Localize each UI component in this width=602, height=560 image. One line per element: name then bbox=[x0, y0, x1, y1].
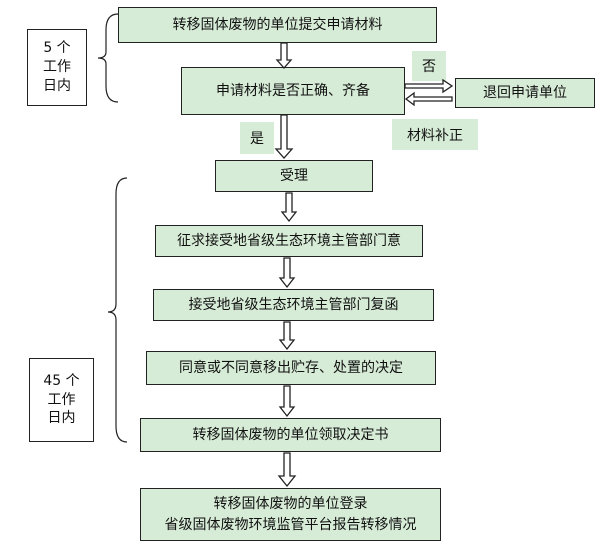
arrow-down-1 bbox=[275, 42, 293, 69]
step-report-transfer-line2: 省级固体废物环境监管平台报告转移情况 bbox=[164, 516, 417, 533]
step-reply-letter-label: 接受地省级生态环境主管部门复函 bbox=[188, 296, 399, 313]
timeframe-45-days-line2: 工作 bbox=[47, 391, 76, 408]
step-report-transfer: 转移固体废物的单位登录 省级固体废物环境监管平台报告转移情况 bbox=[140, 488, 441, 541]
timeframe-5-days-line2: 工作 bbox=[43, 59, 71, 76]
step-decision-label: 同意或不同意移出贮存、处置的决定 bbox=[179, 359, 403, 376]
step-submit-application: 转移固体废物的单位提交申请材料 bbox=[118, 7, 437, 43]
label-yes: 是 bbox=[240, 122, 274, 154]
step-decision: 同意或不同意移出贮存、处置的决定 bbox=[146, 351, 436, 385]
arrow-down-7 bbox=[277, 452, 297, 488]
step-solicit-opinion: 征求接受地省级生态环境主管部门意 bbox=[155, 225, 423, 257]
brace-phase1 bbox=[97, 13, 119, 103]
arrow-down-4 bbox=[278, 257, 296, 289]
timeframe-5-days-line1: 5 个 bbox=[43, 40, 71, 57]
label-yes-text: 是 bbox=[250, 131, 264, 147]
step-return-to-applicant-label: 退回申请单位 bbox=[483, 84, 567, 101]
step-check-materials: 申请材料是否正确、齐备 bbox=[181, 67, 405, 115]
step-check-materials-label: 申请材料是否正确、齐备 bbox=[216, 82, 370, 99]
timeframe-5-days: 5 个 工作 日内 bbox=[27, 29, 87, 106]
arrow-down-5 bbox=[278, 321, 296, 351]
step-submit-application-label: 转移固体废物的单位提交申请材料 bbox=[172, 16, 383, 33]
label-no-text: 否 bbox=[422, 59, 436, 75]
timeframe-45-days: 45 个 工作 日内 bbox=[29, 358, 94, 442]
step-reply-letter: 接受地省级生态环境主管部门复函 bbox=[153, 289, 434, 321]
arrow-right-reject bbox=[404, 78, 454, 94]
arrow-down-6 bbox=[278, 385, 296, 418]
label-supplement: 材料补正 bbox=[392, 119, 478, 150]
step-accept: 受理 bbox=[215, 160, 373, 192]
step-solicit-opinion-label: 征求接受地省级生态环境主管部门意 bbox=[177, 232, 401, 249]
step-collect-decision-label: 转移固体废物的单位领取决定书 bbox=[192, 426, 389, 443]
label-supplement-text: 材料补正 bbox=[407, 127, 463, 144]
timeframe-45-days-line1: 45 个 bbox=[43, 372, 80, 389]
arrow-down-3 bbox=[280, 192, 298, 223]
brace-phase2 bbox=[107, 177, 128, 443]
step-return-to-applicant: 退回申请单位 bbox=[455, 78, 595, 108]
arrow-left-supplement bbox=[404, 91, 453, 107]
label-no: 否 bbox=[412, 51, 446, 81]
timeframe-45-days-line3: 日内 bbox=[47, 410, 76, 427]
step-accept-label: 受理 bbox=[280, 167, 308, 184]
step-report-transfer-line1: 转移固体废物的单位登录 bbox=[213, 496, 368, 513]
timeframe-5-days-line3: 日内 bbox=[43, 77, 71, 94]
step-collect-decision: 转移固体废物的单位领取决定书 bbox=[140, 418, 441, 452]
arrow-down-2 bbox=[274, 114, 294, 159]
